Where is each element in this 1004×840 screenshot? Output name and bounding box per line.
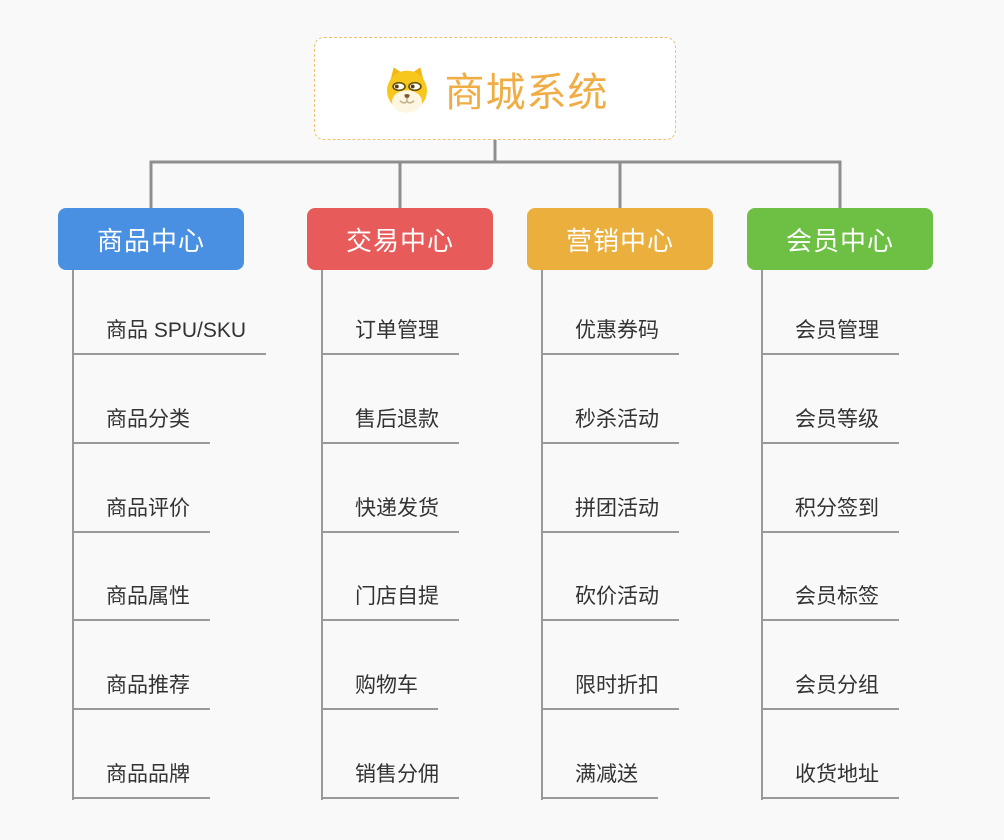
root-node[interactable]: 商城系统 <box>314 37 676 140</box>
child-node[interactable]: 购物车 <box>322 671 438 710</box>
child-node[interactable]: 会员管理 <box>762 316 899 355</box>
child-node[interactable]: 砍价活动 <box>542 582 679 621</box>
branch-node-1[interactable]: 商品中心 <box>58 208 244 270</box>
child-node[interactable]: 会员标签 <box>762 582 899 621</box>
child-node[interactable]: 商品品牌 <box>73 760 210 799</box>
branch-label: 会员中心 <box>785 225 894 256</box>
branch-trunk-line <box>321 270 323 800</box>
branch-node-4[interactable]: 会员中心 <box>747 208 933 270</box>
branch-trunk-line <box>541 270 543 800</box>
root-title: 商城系统 <box>444 70 609 115</box>
branch-trunk-line <box>761 270 763 800</box>
child-node[interactable]: 商品推荐 <box>73 671 210 710</box>
child-node[interactable]: 商品评价 <box>73 494 210 533</box>
child-node[interactable]: 优惠券码 <box>542 316 679 355</box>
child-node[interactable]: 商品分类 <box>73 405 210 444</box>
child-node[interactable]: 快递发货 <box>322 494 459 533</box>
child-node[interactable]: 会员等级 <box>762 405 899 444</box>
child-node[interactable]: 商品属性 <box>73 582 210 621</box>
branch-node-3[interactable]: 营销中心 <box>527 208 713 270</box>
child-node[interactable]: 限时折扣 <box>542 671 679 710</box>
branch-label: 商品中心 <box>96 225 205 256</box>
branch-trunk-line <box>72 270 74 800</box>
doge-icon <box>386 66 427 113</box>
branch-node-2[interactable]: 交易中心 <box>307 208 493 270</box>
child-node[interactable]: 订单管理 <box>322 316 459 355</box>
child-node[interactable]: 商品 SPU/SKU <box>73 316 267 355</box>
child-node[interactable]: 销售分佣 <box>322 760 459 799</box>
child-node[interactable]: 收货地址 <box>762 760 899 799</box>
child-node[interactable]: 秒杀活动 <box>542 405 679 444</box>
child-node[interactable]: 拼团活动 <box>542 494 679 533</box>
child-node[interactable]: 售后退款 <box>322 405 459 444</box>
child-node[interactable]: 会员分组 <box>762 671 899 710</box>
child-node[interactable]: 满减送 <box>542 760 658 799</box>
branch-label: 营销中心 <box>565 225 674 256</box>
child-node[interactable]: 门店自提 <box>322 582 459 621</box>
child-node[interactable]: 积分签到 <box>762 494 899 533</box>
branch-label: 交易中心 <box>345 225 454 256</box>
